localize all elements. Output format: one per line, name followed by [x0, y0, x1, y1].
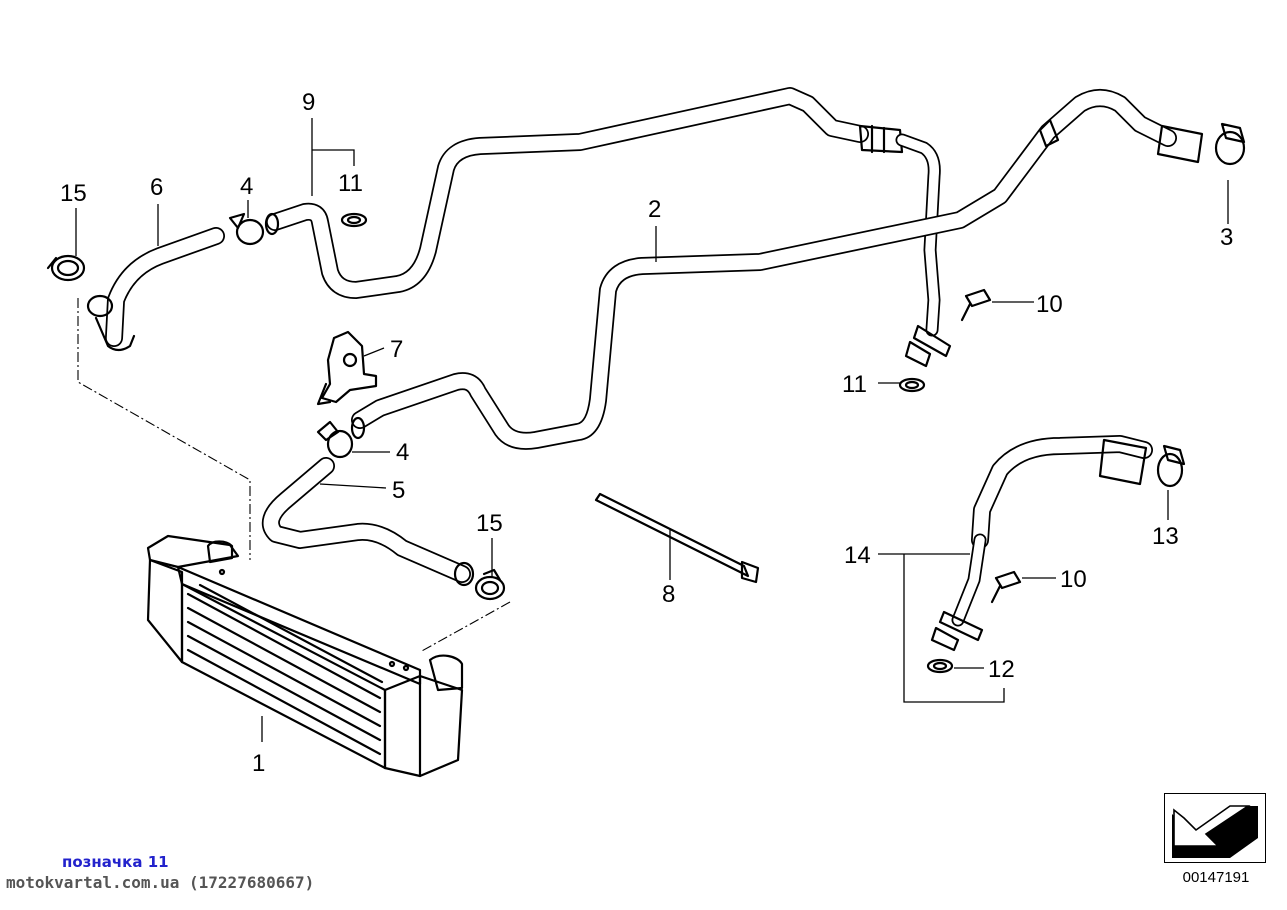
diagram-id-frame	[1164, 793, 1266, 863]
gasket-right[interactable]	[898, 377, 926, 393]
clamp-upper[interactable]	[228, 212, 280, 246]
leader-9	[311, 118, 355, 196]
assembly-line-right	[419, 601, 511, 653]
mark-label: позначка 11	[62, 853, 169, 871]
orientation-arrow-icon	[1172, 805, 1258, 858]
watermark: motokvartal.com.ua (17227680667)	[6, 873, 315, 892]
gasket-lower[interactable]	[926, 658, 954, 674]
return-line[interactable]	[351, 89, 1204, 450]
callout-13: 13	[1152, 523, 1179, 550]
bolt-upper[interactable]	[960, 288, 992, 322]
hose-lower[interactable]	[261, 457, 475, 587]
leader-5	[319, 483, 387, 489]
assembly-line-left	[77, 298, 251, 560]
callout-2: 2	[648, 196, 661, 223]
cable-tie[interactable]	[594, 492, 760, 584]
leader-7	[363, 347, 385, 357]
callout-15-cooler: 15	[476, 510, 503, 537]
callout-12: 12	[988, 656, 1015, 683]
callout-10-upper: 10	[1036, 291, 1063, 318]
diagram-id: 00147191	[1182, 869, 1250, 886]
feed-line[interactable]	[266, 87, 952, 368]
callout-14: 14	[844, 542, 871, 569]
callout-5: 5	[392, 477, 405, 504]
callout-15-left: 15	[60, 180, 87, 207]
clamp-left[interactable]	[46, 254, 86, 282]
clamp-lower[interactable]	[316, 416, 366, 459]
leader-14	[878, 553, 1005, 703]
clamp-lower-right[interactable]	[1156, 444, 1186, 488]
gasket-upper[interactable]	[340, 212, 368, 228]
callout-6: 6	[150, 174, 163, 201]
clamp-right[interactable]	[1214, 122, 1246, 166]
oil-cooler[interactable]	[146, 534, 464, 778]
hose-upper-left[interactable]	[86, 227, 225, 352]
callout-9: 9	[302, 89, 315, 116]
callout-7: 7	[390, 336, 403, 363]
callout-4-lower: 4	[396, 439, 409, 466]
clamp-cooler[interactable]	[474, 568, 506, 601]
callout-3: 3	[1220, 224, 1233, 251]
callout-11-right: 11	[842, 371, 867, 398]
callout-11-upper: 11	[338, 170, 363, 197]
bolt-lower[interactable]	[990, 570, 1022, 604]
holder[interactable]	[316, 330, 378, 406]
callout-4-upper: 4	[240, 173, 253, 200]
callout-8: 8	[662, 581, 675, 608]
callout-10-lower: 10	[1060, 566, 1087, 593]
callout-1: 1	[252, 750, 265, 777]
line-set[interactable]	[930, 435, 1153, 652]
